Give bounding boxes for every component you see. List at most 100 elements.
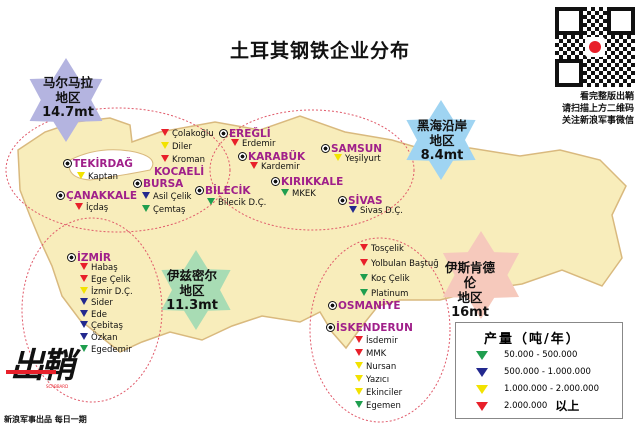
legend-label: 500.000 - 1.000.000 bbox=[504, 367, 591, 377]
company-item: Asil Çelik bbox=[142, 192, 191, 202]
company-item: Çolakoğlu bbox=[161, 129, 214, 139]
company-item: Yolbulan Baştuğ bbox=[360, 259, 439, 269]
city-label: KIRIKKALE bbox=[271, 176, 343, 188]
city-marker-icon bbox=[133, 179, 142, 188]
city-name: KIRIKKALE bbox=[281, 176, 344, 188]
triangle-red-icon bbox=[250, 162, 258, 169]
legend-label: 50.000 - 500.000 bbox=[504, 350, 578, 360]
company-name: Egemen bbox=[366, 401, 401, 411]
legend-item: 50.000 - 500.000 bbox=[456, 347, 622, 364]
company-item: Çebitaş bbox=[80, 321, 123, 331]
region-name: 地区 bbox=[457, 290, 483, 305]
city-name: EREĞLİ bbox=[229, 128, 271, 140]
company-item: Egedemir bbox=[80, 345, 132, 355]
company-item: Tosçelik bbox=[360, 244, 404, 254]
city-marker-icon bbox=[63, 159, 72, 168]
city-label: İZMİR bbox=[67, 252, 111, 264]
city-name: BURSA bbox=[143, 178, 184, 190]
region-name: 地区 bbox=[55, 90, 81, 105]
company-name: Ede bbox=[91, 310, 107, 320]
region-name: 马尔马拉 bbox=[42, 75, 93, 90]
city-label: KARABÜK bbox=[238, 151, 305, 163]
region-star bbox=[406, 100, 476, 180]
iskenderun-region-ellipse bbox=[309, 237, 451, 423]
city-marker-icon bbox=[56, 191, 65, 200]
company-name: Çebitaş bbox=[91, 321, 123, 331]
qr-line: 关注新浪军事微信 bbox=[561, 116, 634, 126]
region-output: 16mt bbox=[451, 305, 489, 320]
triangle-green-icon bbox=[360, 274, 368, 281]
company-item: Ede bbox=[80, 310, 107, 320]
city-name: BİLECİK bbox=[205, 185, 251, 197]
company-item: Sivas D.Ç. bbox=[349, 206, 403, 216]
region-star bbox=[29, 58, 103, 142]
legend-title: 产量（吨/年） bbox=[484, 332, 581, 347]
footer: 新浪军事出品 每日一期 bbox=[4, 415, 87, 424]
triangle-red-icon bbox=[231, 139, 239, 146]
triangle-red-icon bbox=[476, 402, 488, 411]
company-name: İzmir D.Ç. bbox=[91, 287, 133, 297]
region-name: 伊兹密尔 bbox=[166, 268, 217, 283]
city-name: SAMSUN bbox=[331, 143, 383, 155]
city-label: EREĞLİ bbox=[219, 128, 271, 140]
company-name: Diler bbox=[172, 142, 192, 152]
triangle-yellow-icon bbox=[476, 385, 488, 394]
city-name: OSMANİYE bbox=[338, 300, 401, 312]
company-item: Yazıcı bbox=[355, 375, 389, 385]
company-name: Bilecik D.Ç. bbox=[218, 198, 267, 208]
legend-item: 500.000 - 1.000.000 bbox=[456, 364, 622, 381]
company-name: Asil Çelik bbox=[153, 192, 192, 202]
triangle-yellow-icon bbox=[77, 172, 85, 179]
triangle-yellow-icon bbox=[355, 362, 363, 369]
triangle-red-icon bbox=[355, 336, 363, 343]
company-item: Egemen bbox=[355, 401, 401, 411]
qr-code[interactable] bbox=[553, 5, 637, 89]
legend-label: 1.000.000 - 2.000.000 bbox=[504, 384, 599, 394]
city-name: İSKENDERUN bbox=[336, 322, 413, 334]
company-item: Sider bbox=[80, 298, 113, 308]
company-name: İçdaş bbox=[86, 203, 109, 213]
city-label: TEKİRDAĞ bbox=[63, 158, 133, 170]
company-name: Egedemir bbox=[91, 345, 132, 355]
company-name: Erdemir bbox=[242, 139, 276, 149]
company-item: Kroman bbox=[161, 155, 205, 165]
city-marker-icon bbox=[328, 301, 337, 310]
triangle-green-icon bbox=[360, 289, 368, 296]
marmara-region-ellipse bbox=[5, 107, 231, 233]
logo-text: 出鞘 bbox=[10, 346, 75, 386]
company-name: Sider bbox=[91, 298, 113, 308]
city-name: İZMİR bbox=[77, 252, 111, 264]
company-name: MMK bbox=[366, 349, 387, 359]
city-marker-icon bbox=[219, 129, 228, 138]
company-name: Çolakoğlu bbox=[172, 129, 214, 139]
logo: 出鞘 SCABBARD bbox=[6, 346, 75, 389]
city-marker-icon bbox=[238, 152, 247, 161]
region-output: 8.4mt bbox=[420, 148, 464, 163]
city-name: KOCAELİ bbox=[154, 166, 205, 178]
company-name: Ege Çelik bbox=[91, 275, 131, 285]
city-marker-icon bbox=[321, 144, 330, 153]
triangle-red-icon bbox=[360, 259, 368, 266]
company-item: İzmir D.Ç. bbox=[80, 287, 133, 297]
city-name: KARABÜK bbox=[248, 151, 306, 163]
triangle-green-icon bbox=[207, 198, 215, 205]
city-marker-icon bbox=[338, 196, 347, 205]
city-label: KOCAELİ bbox=[154, 166, 204, 178]
city-name: ÇANAKKALE bbox=[66, 190, 138, 202]
company-item: Çemtaş bbox=[142, 205, 185, 215]
qr-line: 看完整版出鞘 bbox=[579, 92, 634, 102]
company-item: Diler bbox=[161, 142, 192, 152]
legend: 产量（吨/年） 50.000 - 500.000 500.000 - 1.000.… bbox=[455, 322, 623, 419]
company-name: Kroman bbox=[172, 155, 205, 165]
triangle-blue-icon bbox=[349, 206, 357, 213]
triangle-green-icon bbox=[281, 189, 289, 196]
triangle-blue-icon bbox=[80, 310, 88, 317]
company-name: Platinum bbox=[371, 289, 409, 299]
company-item: Kardemir bbox=[250, 162, 300, 172]
triangle-blue-icon bbox=[476, 368, 488, 377]
city-label: ÇANAKKALE bbox=[56, 190, 137, 202]
region-star bbox=[161, 250, 231, 330]
city-marker-icon bbox=[195, 186, 204, 195]
company-item: MKEK bbox=[281, 189, 316, 199]
